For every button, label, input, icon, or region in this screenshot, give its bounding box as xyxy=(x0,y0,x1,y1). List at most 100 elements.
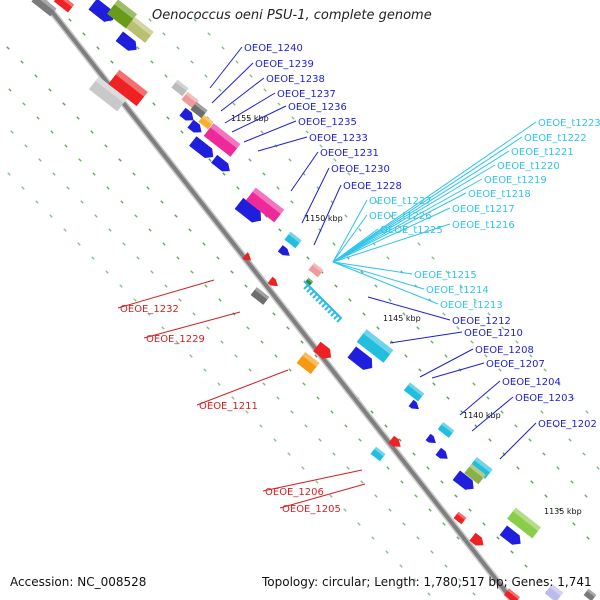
track-dot-7 xyxy=(459,284,463,288)
track-dot-3 xyxy=(482,522,486,526)
label-cyan-13: OEOE_t1213 xyxy=(440,300,503,311)
gene-block-3-shine xyxy=(114,0,137,20)
label-blue-13-leader xyxy=(431,362,485,379)
gene-block-12-shine xyxy=(210,123,241,149)
track-dot-6 xyxy=(498,368,502,372)
track-dot-1 xyxy=(262,382,266,386)
track-dot-7 xyxy=(529,354,533,358)
gene-block-0-shape xyxy=(31,0,57,17)
track-dot-7 xyxy=(193,18,197,22)
label-blue-10-leader xyxy=(367,296,451,321)
label-blue-8-leader xyxy=(301,167,330,224)
track-dot-6 xyxy=(162,32,166,36)
track-dot-6 xyxy=(596,466,600,470)
label-cyan-7-leader xyxy=(332,207,451,263)
track-dot-3 xyxy=(76,116,80,120)
track-dot-2 xyxy=(64,144,68,148)
label-cyan-5-leader xyxy=(332,192,467,263)
gene-block-43-shine xyxy=(456,511,467,521)
track-dot-7 xyxy=(319,144,323,148)
track-dot-4 xyxy=(348,298,352,302)
track-dot-2 xyxy=(162,242,166,246)
label-cyan-6: OEOE_t1227 xyxy=(369,196,432,207)
track-dot-3 xyxy=(370,410,374,414)
track-dot-6 xyxy=(526,396,530,400)
gene-block-33 xyxy=(425,433,436,444)
label-blue-2: OEOE_1238 xyxy=(266,74,325,85)
track-dot-3 xyxy=(62,102,66,106)
track-dot-0 xyxy=(259,424,263,428)
gene-block-1 xyxy=(53,0,75,13)
track-dot-7 xyxy=(585,410,589,414)
gene-block-30 xyxy=(403,382,425,402)
gene-block-0-shine xyxy=(35,0,57,12)
track-dot-6 xyxy=(568,438,572,442)
label-cyan-12-leader xyxy=(332,261,425,290)
track-dot-0 xyxy=(7,172,11,176)
track-dot-2 xyxy=(344,424,348,428)
label-blue-11-leader xyxy=(389,331,463,344)
label-blue-15: OEOE_1203 xyxy=(515,393,574,404)
label-blue-12-leader xyxy=(419,348,474,378)
track-dot-3 xyxy=(440,480,444,484)
gene-block-14 xyxy=(187,119,202,133)
track-dot-2 xyxy=(442,522,446,526)
track-dot-2 xyxy=(120,200,124,204)
gene-block-0 xyxy=(31,0,57,17)
label-blue-4-leader xyxy=(231,105,287,133)
gene-block-21 xyxy=(308,262,324,278)
track-dot-1 xyxy=(290,410,294,414)
track-dot-3 xyxy=(160,200,164,204)
track-dot-2 xyxy=(288,368,292,372)
track-dot-1 xyxy=(318,438,322,442)
track-dot-4 xyxy=(530,480,534,484)
scale-mark: 1145 kbp xyxy=(383,314,421,323)
track-dot-0 xyxy=(91,256,95,260)
gene-block-23-shape xyxy=(250,287,270,305)
label-blue-3-leader xyxy=(224,92,276,124)
gene-block-35-shine xyxy=(374,446,386,457)
label-blue-11: OEOE_1210 xyxy=(464,328,523,339)
gene-block-18-shine xyxy=(252,187,285,214)
track-dot-5 xyxy=(584,494,588,498)
label-blue-14: OEOE_1204 xyxy=(502,377,561,388)
gene-block-34-shape xyxy=(435,447,448,459)
gene-block-13-shape xyxy=(179,107,194,121)
track-dot-7 xyxy=(473,298,477,302)
track-dot-3 xyxy=(412,452,416,456)
track-dot-0 xyxy=(315,480,319,484)
gene-block-38 xyxy=(464,463,486,485)
track-dot-6 xyxy=(358,228,362,232)
gene-block-24 xyxy=(242,252,252,261)
gene-block-8-shape xyxy=(171,79,189,97)
track-dot-7 xyxy=(543,368,547,372)
label-blue-6-leader xyxy=(257,136,308,152)
track-dot-1 xyxy=(192,312,196,316)
track-dot-1 xyxy=(94,214,98,218)
label-cyan-6-leader xyxy=(332,199,368,263)
gene-block-28-shine xyxy=(363,329,394,355)
track-dot-2 xyxy=(190,270,194,274)
track-dot-2 xyxy=(204,284,208,288)
gene-block-4-shine xyxy=(131,17,154,36)
track-dot-1 xyxy=(304,424,308,428)
track-dot-3 xyxy=(314,354,318,358)
track-dot-1 xyxy=(346,466,350,470)
label-cyan-4-leader xyxy=(332,178,483,263)
gene-block-27-shine xyxy=(302,351,320,367)
gene-block-32 xyxy=(437,422,455,438)
track-dot-2 xyxy=(428,508,432,512)
track-dot-3 xyxy=(468,508,472,512)
gene-block-42-shape xyxy=(469,532,484,546)
track-dot-0 xyxy=(427,592,431,596)
track-dot-6 xyxy=(582,452,586,456)
track-dot-5 xyxy=(248,158,252,162)
track-dot-0 xyxy=(133,298,137,302)
track-dot-1 xyxy=(374,494,378,498)
label-blue-10: OEOE_1212 xyxy=(452,316,511,327)
track-dot-4 xyxy=(306,256,310,260)
scale-mark: 1150 kbp xyxy=(305,214,343,223)
track-dot-6 xyxy=(386,256,390,260)
track-dot-2 xyxy=(316,396,320,400)
gene-block-8 xyxy=(171,79,189,97)
